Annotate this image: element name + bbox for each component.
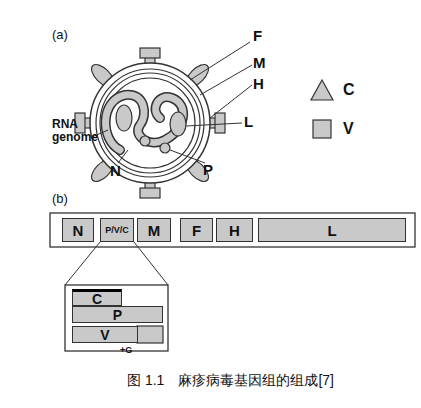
gene-segment: L (258, 218, 406, 242)
legend-text: C (343, 81, 355, 99)
part-label: N (110, 163, 130, 180)
node-text: H (229, 222, 240, 239)
zoom-line (65, 242, 100, 285)
panel-label: (b) (52, 192, 92, 206)
panel-label: (a) (52, 28, 92, 42)
envelope-inner (96, 69, 204, 177)
leader-line (170, 150, 205, 163)
leader-line (118, 150, 128, 163)
part-label: +G (120, 346, 150, 356)
part-label: P (203, 162, 223, 179)
node-text: L (327, 222, 336, 239)
node-text: F (192, 222, 201, 239)
gene-segment: H (216, 218, 253, 242)
orf-box: P (72, 306, 163, 323)
gene-segment: N (62, 218, 94, 242)
caption: 图 1.1 麻疹病毒基因组的组成[7] (40, 372, 421, 390)
matrix-layer (100, 73, 200, 173)
l-protein (170, 112, 186, 136)
zoom-box (65, 285, 168, 351)
orf-box: C (72, 289, 122, 306)
part-label: H (253, 76, 273, 93)
node-text: C (92, 291, 102, 307)
legend-square (313, 120, 331, 138)
envelope (90, 63, 210, 183)
p-protein (160, 143, 170, 153)
genome-bar (50, 213, 415, 247)
gene-segment: F (180, 218, 213, 242)
part-label: RNA genome (52, 118, 104, 144)
legend-text: V (343, 120, 354, 138)
node-text: P (113, 307, 122, 323)
leader-line (190, 42, 250, 80)
node-text: N (73, 222, 84, 239)
gene-segment: P/V/C (100, 218, 134, 242)
v-extension (137, 326, 163, 343)
leader-line (186, 123, 242, 126)
node-text: P/V/C (105, 225, 129, 235)
part-label: F (253, 28, 273, 45)
part-label: L (244, 114, 264, 131)
zoom-line (134, 242, 168, 285)
part-label: M (253, 55, 273, 72)
leaders (92, 42, 252, 163)
spikes (75, 48, 225, 198)
gene-segment: M (137, 218, 171, 242)
l-protein (116, 105, 132, 131)
legend-triangle (311, 80, 333, 100)
node-text: V (100, 327, 109, 343)
orf-box: V (72, 326, 138, 343)
node-text: M (148, 222, 161, 239)
p-protein (140, 136, 150, 146)
